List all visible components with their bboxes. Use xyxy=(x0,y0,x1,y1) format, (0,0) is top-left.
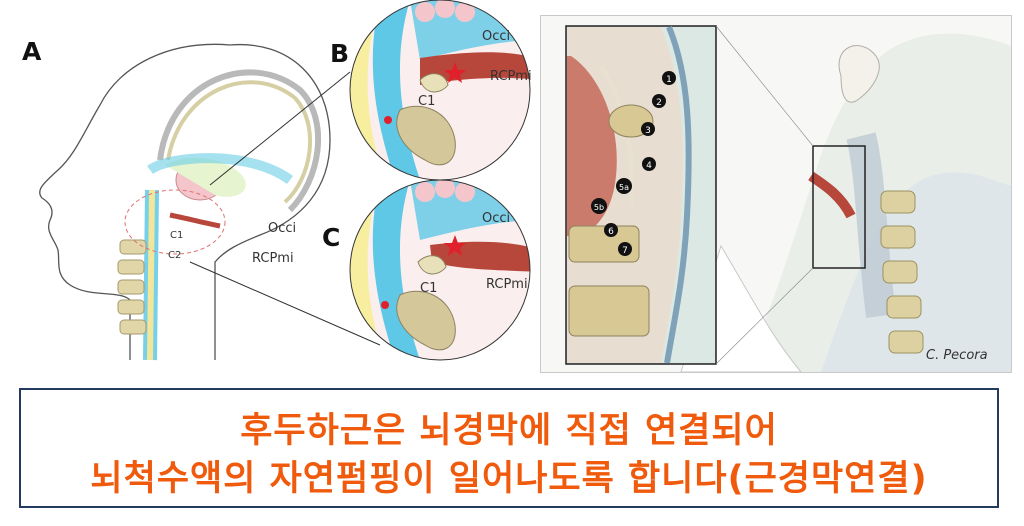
inset-marker-6: 6 xyxy=(604,223,618,237)
svg-text:1: 1 xyxy=(666,75,672,85)
svg-text:3: 3 xyxy=(645,126,651,136)
diagram-panel-abc: A Occi RCPmi C1 C2 B Occi RCPmi C1 xyxy=(0,0,540,370)
panel-c-c1-label: C1 xyxy=(420,281,437,296)
illustrator-signature: C. Pecora xyxy=(926,348,988,363)
inset-marker-4: 4 xyxy=(642,157,656,171)
svg-text:7: 7 xyxy=(622,246,628,256)
svg-text:2: 2 xyxy=(656,98,662,108)
panel-b-rcpmi-label: RCPmi xyxy=(490,69,532,84)
panel-a-c1-label: C1 xyxy=(170,230,183,241)
panel-a-rcpmi-label: RCPmi xyxy=(252,251,294,266)
caption-line-1: 후두하근은 뇌경막에 직접 연결되어 xyxy=(240,411,778,451)
diagram-abc-svg: A Occi RCPmi C1 C2 B Occi RCPmi C1 xyxy=(22,0,532,361)
inset-marker-1: 1 xyxy=(662,71,676,85)
inset-marker-3: 3 xyxy=(641,122,655,136)
svg-text:5b: 5b xyxy=(594,203,604,212)
svg-text:4: 4 xyxy=(646,161,652,171)
inset-marker-2: 2 xyxy=(652,94,666,108)
inset-marker-5a: 5a xyxy=(616,178,632,194)
inset-marker-7: 7 xyxy=(618,242,632,256)
panel-c-letter: C xyxy=(322,223,340,252)
svg-text:5a: 5a xyxy=(619,183,629,192)
panel-a-c2-label: C2 xyxy=(168,250,181,261)
panel-a-letter: A xyxy=(22,37,42,66)
panel-c-rcpmi-label: RCPmi xyxy=(486,277,528,292)
caption-box: 후두하근은 뇌경막에 직접 연결되어 뇌척수액의 자연펌핑이 일어나도록 합니다… xyxy=(19,388,999,508)
anatomy-illustration-panel: 1 2 3 4 5a 5b 6 7 C. Pecora xyxy=(540,15,1012,373)
panel-b-c1-label: C1 xyxy=(418,94,435,109)
anatomy-illustration-svg: 1 2 3 4 5a 5b 6 7 C. Pecora xyxy=(565,25,1011,372)
panel-b-letter: B xyxy=(330,39,349,68)
panel-b-occi-label: Occi xyxy=(482,29,510,44)
svg-text:6: 6 xyxy=(608,227,614,237)
panel-b-detail xyxy=(349,0,531,181)
panel-a-head xyxy=(39,43,381,361)
caption-line-2: 뇌척수액의 자연펌핑이 일어나도록 합니다(근경막연결) xyxy=(90,459,928,499)
panel-c-detail xyxy=(349,179,531,361)
inset-marker-5b: 5b xyxy=(591,198,607,214)
panel-c-occi-label: Occi xyxy=(482,211,510,226)
panel-a-occi-label: Occi xyxy=(268,221,296,236)
